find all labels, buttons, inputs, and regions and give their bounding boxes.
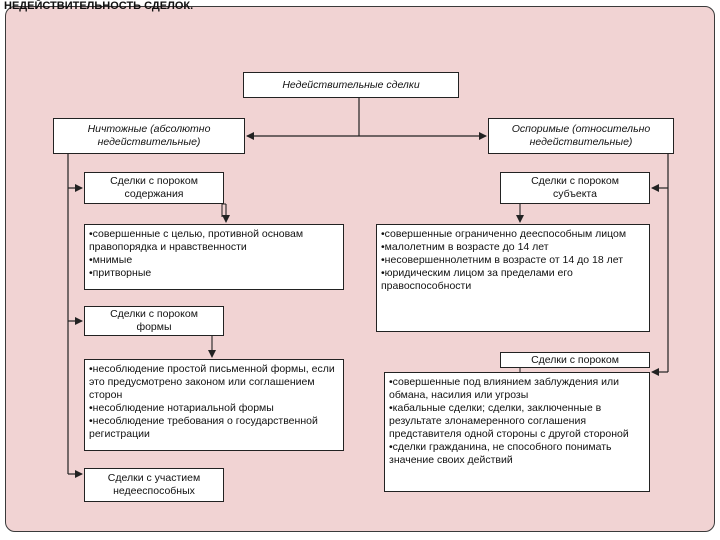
voidable-transactions-box: Оспоримые (относительно недействительные… <box>488 118 674 154</box>
list-item: •сделки гражданина, не способного понима… <box>389 441 612 466</box>
list-item: •несоблюдение требования о государственн… <box>89 415 318 440</box>
subject-defect-list: •совершенные ограниченно дееспособным ли… <box>376 224 650 332</box>
list-item: •совершенные под влиянием заблуждения ил… <box>389 376 619 401</box>
list-item: •совершенные ограниченно дееспособным ли… <box>381 228 627 240</box>
void-transactions-label: Ничтожные (абсолютно недействительные) <box>87 123 211 148</box>
void-transactions-box: Ничтожные (абсолютно недействительные) <box>53 118 245 154</box>
list-item: •малолетним в возрасте до 14 лет <box>381 241 549 253</box>
subject-defect-box: Сделки с пороком субъекта <box>500 172 650 204</box>
form-defect-list: •несоблюдение простой письменной формы, … <box>84 359 344 451</box>
invalid-transactions-label: Недействительные сделки <box>282 78 420 91</box>
list-item: •юридическим лицом за пределами его прав… <box>381 267 573 292</box>
will-defect-label: Сделки с пороком <box>531 353 619 366</box>
list-item: •несоблюдение простой письменной формы, … <box>89 363 335 401</box>
will-defect-box: Сделки с пороком <box>500 352 650 368</box>
content-defect-box: Сделки с пороком содержания <box>84 172 224 204</box>
content-defect-label: Сделки с пороком содержания <box>110 175 198 200</box>
voidable-transactions-label: Оспоримые (относительно недействительные… <box>511 123 651 148</box>
invalid-transactions-box: Недействительные сделки <box>243 72 459 98</box>
list-item: •притворные <box>89 267 152 279</box>
will-defect-list: •совершенные под влиянием заблуждения ил… <box>384 372 650 492</box>
content-defect-list: •совершенные с целью, противной основам … <box>84 224 344 290</box>
subject-defect-label: Сделки с пороком субъекта <box>531 175 619 200</box>
form-defect-box: Сделки с пороком формы <box>84 306 224 336</box>
incapable-label: Сделки с участием недееспособных <box>107 472 201 497</box>
list-item: •мнимые <box>89 254 133 266</box>
list-item: •несоблюдение нотариальной формы <box>89 402 274 414</box>
list-item: •совершенные с целью, противной основам … <box>89 228 304 253</box>
list-item: •несовершеннолетним в возрасте от 14 до … <box>381 254 624 266</box>
list-item: •кабальные сделки; сделки, заключенные в… <box>389 402 629 440</box>
incapable-box: Сделки с участием недееспособных <box>84 468 224 502</box>
form-defect-label: Сделки с пороком формы <box>110 308 198 333</box>
page-title: НЕДЕЙСТВИТЕЛЬНОСТЬ СДЕЛОК. <box>4 0 194 12</box>
